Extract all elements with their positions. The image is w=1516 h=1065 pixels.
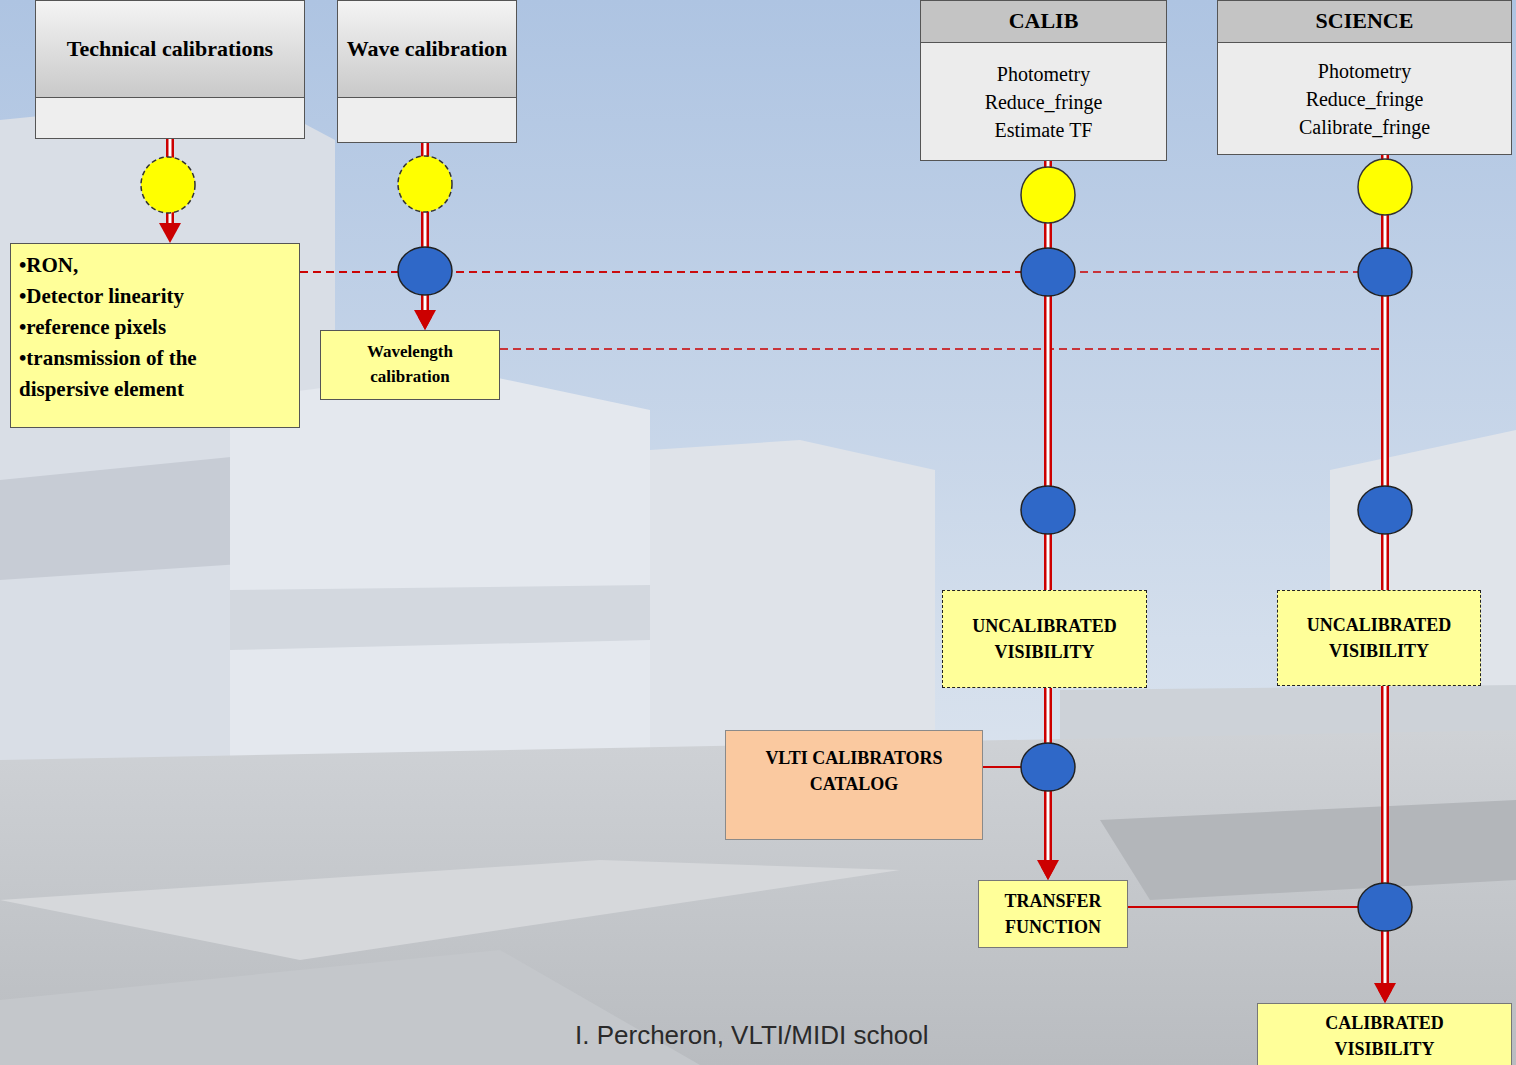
connector [300, 272, 1048, 590]
caption: I. Percheron, VLTI/MIDI school [575, 1020, 929, 1051]
step-box: CALIB PhotometryReduce_fringeEstimate TF [920, 0, 1167, 161]
arrowhead [159, 223, 181, 243]
step-item: Photometry [997, 60, 1090, 88]
box-label: VLTI CALIBRATORS CATALOG [739, 745, 969, 797]
blue-junction [1358, 883, 1412, 931]
box-header: Wave calibration [338, 1, 516, 98]
connector-line [1128, 907, 1385, 992]
result-box: Wavelength calibration [320, 330, 500, 400]
result-box: VLTI CALIBRATORS CATALOG [725, 730, 983, 840]
step-item: Photometry [1318, 57, 1411, 85]
step-item: Reduce_fringe [1306, 85, 1424, 113]
blue-junction [1358, 248, 1412, 296]
result-box: •RON,•Detector linearity•reference pixel… [10, 243, 300, 428]
telescope-enclosure [230, 370, 650, 780]
arrowhead [414, 310, 436, 330]
blue-junction [1021, 248, 1075, 296]
box-label: Wavelength calibration [335, 340, 485, 389]
connector-outer [1381, 686, 1389, 985]
connector [300, 272, 1385, 590]
box-body [36, 98, 304, 138]
result-box: UNCALIBRATED VISIBILITY [942, 590, 1147, 688]
box-label: UNCALIBRATED VISIBILITY [957, 613, 1132, 665]
box-title: Technical calibrations [67, 35, 273, 64]
platform-slab [1100, 800, 1516, 900]
box-header: Technical calibrations [36, 1, 304, 98]
box-label: TRANSFER FUNCTION [988, 888, 1118, 940]
box-label: CALIBRATED VISIBILITY [1305, 1010, 1465, 1062]
result-box: UNCALIBRATED VISIBILITY [1277, 590, 1481, 686]
box-body [338, 98, 516, 142]
result-box: CALIBRATED VISIBILITY [1257, 1003, 1512, 1065]
step-box: Technical calibrations [35, 0, 305, 139]
yellow-junction [1021, 167, 1075, 223]
bullet-item: •Detector linearity [19, 281, 291, 312]
blue-junction [1021, 743, 1075, 791]
connector [500, 349, 1385, 590]
blue-junction [398, 247, 452, 295]
dashed-connector [500, 349, 1385, 590]
arrowhead [1037, 860, 1059, 880]
box-title: CALIB [1009, 7, 1079, 36]
bullet-item: •RON, [19, 250, 291, 281]
step-item: Estimate TF [995, 116, 1093, 144]
box-header: CALIB [921, 1, 1166, 43]
step-box: Wave calibration [337, 0, 517, 143]
blue-junction [1021, 486, 1075, 534]
telescope-enclosure [650, 440, 935, 770]
box-body: PhotometryReduce_fringeEstimate TF [921, 43, 1166, 160]
box-title: Wave calibration [347, 35, 508, 64]
yellow-junction [398, 156, 452, 212]
connector-inner [1384, 686, 1387, 985]
enclosure-band [230, 585, 650, 650]
bullet-item: •transmission of the dispersive element [19, 343, 291, 405]
platform-slab [0, 860, 900, 960]
box-body: PhotometryReduce_fringeCalibrate_fringe [1218, 43, 1511, 154]
box-title: SCIENCE [1316, 7, 1414, 36]
dashed-connector [300, 272, 1385, 590]
step-box: SCIENCE PhotometryReduce_fringeCalibrate_… [1217, 0, 1512, 155]
bullet-item: •reference pixels [19, 312, 291, 343]
arrowhead [1374, 983, 1396, 1003]
connector [1128, 907, 1392, 1003]
result-box: TRANSFER FUNCTION [978, 880, 1128, 948]
connector [1374, 686, 1396, 1003]
box-header: SCIENCE [1218, 1, 1511, 43]
dashed-connector [300, 272, 1048, 590]
blue-junction [1358, 486, 1412, 534]
box-label: UNCALIBRATED VISIBILITY [1292, 612, 1467, 664]
step-item: Calibrate_fringe [1299, 113, 1430, 141]
yellow-junction [141, 157, 195, 213]
yellow-junction [1358, 159, 1412, 215]
step-item: Reduce_fringe [985, 88, 1103, 116]
